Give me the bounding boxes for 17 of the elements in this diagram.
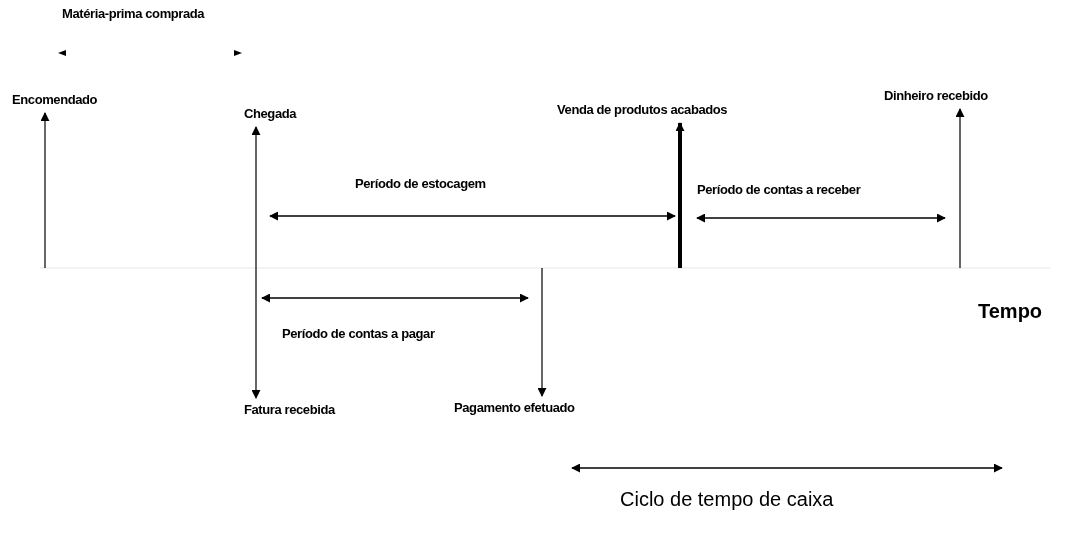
note: Matéria-prima comprada [62, 6, 205, 21]
event-label: Pagamento efetuado [454, 400, 575, 415]
arrow [251, 126, 261, 399]
event-label: Fatura recebida [244, 402, 335, 417]
arrow [675, 122, 685, 268]
event-label: Dinheiro recebido [884, 88, 988, 103]
event-label: Encomendado [12, 92, 98, 107]
event-label: Chegada [244, 106, 297, 121]
arrow [537, 267, 547, 397]
arrow [40, 112, 50, 269]
arrow [955, 108, 965, 269]
period-label: Período de contas a pagar [282, 326, 435, 341]
period-label: Período de estocagem [355, 176, 486, 191]
axis-label: Tempo [978, 300, 1043, 323]
event-label: Venda de produtos acabados [557, 102, 728, 117]
cycle-label: Ciclo de tempo de caixa [620, 488, 834, 511]
period-label: Período de contas a receber [697, 182, 861, 197]
